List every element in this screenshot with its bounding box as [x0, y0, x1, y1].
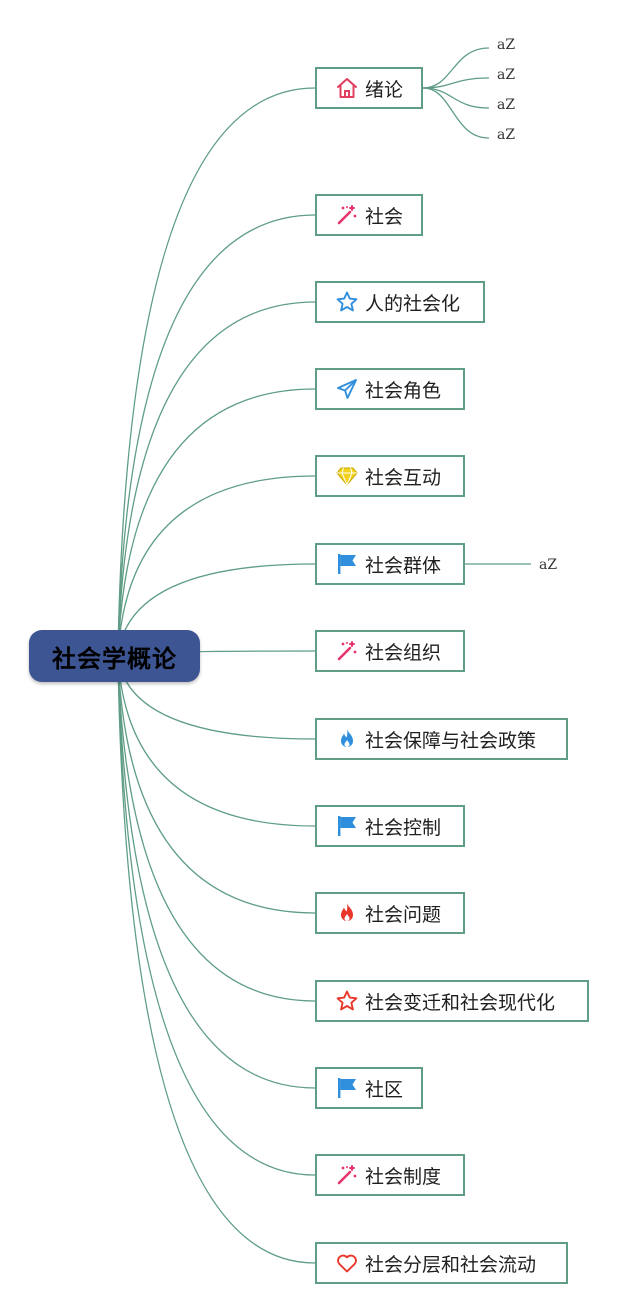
- leaf-node[interactable]: aZ: [497, 97, 516, 113]
- topic-label: 社会群体: [365, 554, 442, 577]
- star-outline-icon: [335, 989, 359, 1013]
- topic-node[interactable]: 社会互动: [315, 455, 465, 497]
- child-line: [422, 47, 490, 89]
- topic-label: 社会问题: [365, 903, 442, 926]
- child-line: [422, 77, 490, 89]
- diamond-icon: [335, 464, 359, 488]
- topic-node[interactable]: 人的社会化: [315, 281, 485, 323]
- star-outline-icon: [335, 290, 359, 314]
- magic-wand-icon: [335, 203, 359, 227]
- topic-label: 人的社会化: [365, 292, 461, 315]
- child-line: [422, 87, 490, 109]
- topic-label: 绪论: [365, 78, 404, 101]
- flag-icon: [335, 552, 359, 576]
- flag-icon: [335, 814, 359, 838]
- heart-outline-icon: [335, 1251, 359, 1275]
- topic-node[interactable]: 绪论: [315, 67, 423, 109]
- topic-node[interactable]: 社会群体: [315, 543, 465, 585]
- child-line: [422, 87, 490, 139]
- leaf-node[interactable]: aZ: [497, 37, 516, 53]
- branch-line: [117, 655, 316, 1176]
- topic-node[interactable]: 社会角色: [315, 368, 465, 410]
- branch-line: [117, 475, 316, 657]
- topic-label: 社会: [365, 205, 404, 228]
- leaf-node[interactable]: aZ: [497, 67, 516, 83]
- branch-line: [117, 301, 316, 657]
- branch-line: [117, 655, 316, 1089]
- paper-plane-icon: [335, 377, 359, 401]
- magic-wand-icon: [335, 639, 359, 663]
- topic-node[interactable]: 社会问题: [315, 892, 465, 934]
- topic-node[interactable]: 社会: [315, 194, 423, 236]
- root-topic[interactable]: 社会学概论: [29, 630, 200, 682]
- branch-line: [117, 214, 316, 657]
- topic-node[interactable]: 社会变迁和社会现代化: [315, 980, 589, 1022]
- topic-label: 社会变迁和社会现代化: [365, 991, 556, 1014]
- topic-label: 社会制度: [365, 1165, 442, 1188]
- branch-line: [117, 655, 316, 1002]
- branch-line: [117, 655, 316, 914]
- house-icon: [335, 76, 359, 100]
- topic-node[interactable]: 社会保障与社会政策: [315, 718, 568, 760]
- leaf-node[interactable]: aZ: [497, 127, 516, 143]
- topic-label: 社会角色: [365, 379, 442, 402]
- topic-label: 社区: [365, 1078, 404, 1101]
- topic-label: 社会互动: [365, 466, 442, 489]
- branch-line: [117, 388, 316, 657]
- branch-line: [117, 655, 316, 1264]
- topic-label: 社会保障与社会政策: [365, 729, 537, 752]
- topic-node[interactable]: 社会控制: [315, 805, 465, 847]
- root-topic-label: 社会学概论: [52, 644, 177, 673]
- flag-icon: [335, 1076, 359, 1100]
- leaf-node[interactable]: aZ: [539, 557, 558, 573]
- branch-line: [117, 87, 316, 657]
- topic-label: 社会组织: [365, 641, 442, 664]
- magic-wand-icon: [335, 1163, 359, 1187]
- topic-node[interactable]: 社会制度: [315, 1154, 465, 1196]
- branch-line: [117, 655, 316, 827]
- topic-label: 社会控制: [365, 816, 442, 839]
- topic-node[interactable]: 社会组织: [315, 630, 465, 672]
- flame-icon: [335, 901, 359, 925]
- topic-node[interactable]: 社会分层和社会流动: [315, 1242, 568, 1284]
- topic-label: 社会分层和社会流动: [365, 1253, 537, 1276]
- flame-icon: [335, 727, 359, 751]
- topic-node[interactable]: 社区: [315, 1067, 423, 1109]
